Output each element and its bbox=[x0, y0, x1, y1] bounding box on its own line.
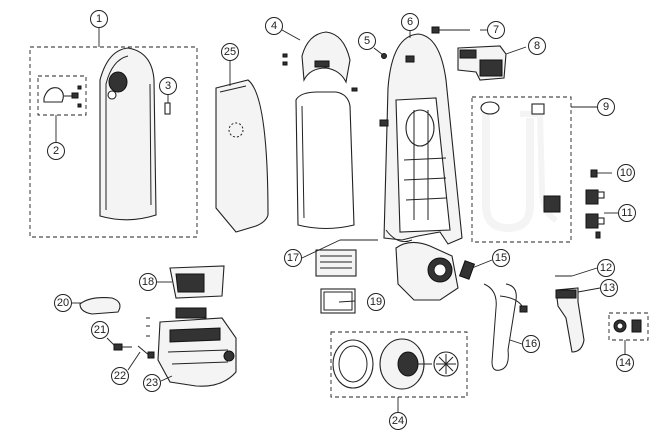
callout-label: 12 bbox=[600, 262, 612, 274]
power-cord-part bbox=[483, 283, 528, 371]
callout-8: 8 bbox=[528, 37, 546, 55]
main-body-part bbox=[379, 33, 463, 245]
callout-21: 21 bbox=[91, 321, 109, 339]
handle-top-part bbox=[282, 31, 351, 84]
callout-13: 13 bbox=[600, 279, 618, 297]
nozzle-part bbox=[555, 287, 585, 353]
fitting-part bbox=[590, 169, 598, 178]
callout-label: 24 bbox=[392, 415, 404, 427]
callout-label: 9 bbox=[603, 101, 609, 113]
callout-18: 18 bbox=[139, 273, 157, 291]
callout-label: 17 bbox=[287, 252, 299, 264]
callout-12: 12 bbox=[597, 259, 615, 277]
fitting-pair-part bbox=[585, 189, 605, 239]
group-box-connector bbox=[608, 312, 649, 341]
callout-label: 2 bbox=[53, 145, 59, 157]
switch-housing-part bbox=[457, 45, 507, 81]
callout-5: 5 bbox=[358, 32, 376, 50]
callout-22: 22 bbox=[111, 367, 129, 385]
callout-label: 14 bbox=[619, 357, 631, 369]
cord-clip-part bbox=[458, 260, 476, 280]
callout-11: 11 bbox=[618, 204, 636, 222]
callout-15: 15 bbox=[492, 249, 510, 267]
front-cover-part bbox=[99, 47, 157, 221]
callout-10: 10 bbox=[617, 164, 635, 182]
callout-label: 11 bbox=[621, 207, 632, 219]
cover-latch-part bbox=[43, 85, 82, 108]
callout-label: 8 bbox=[534, 40, 540, 52]
hose-assembly-part bbox=[480, 101, 561, 233]
connector-part bbox=[613, 319, 642, 333]
callout-label: 5 bbox=[364, 35, 370, 47]
callout-label: 19 bbox=[370, 296, 382, 308]
callout-label: 25 bbox=[224, 46, 236, 58]
callout-label: 3 bbox=[165, 80, 171, 92]
pre-motor-filter-part bbox=[315, 239, 378, 277]
release-latch-part bbox=[79, 297, 121, 315]
callout-label: 16 bbox=[525, 338, 537, 350]
callout-7: 7 bbox=[487, 21, 505, 39]
callout-label: 21 bbox=[94, 324, 106, 336]
callout-16: 16 bbox=[522, 335, 540, 353]
screw-set-part bbox=[113, 343, 132, 351]
bag-compartment-part bbox=[295, 87, 358, 230]
leader-lines bbox=[55, 27, 626, 412]
callout-label: 6 bbox=[407, 16, 413, 28]
callout-4: 4 bbox=[265, 17, 283, 35]
callout-19: 19 bbox=[367, 293, 385, 311]
callout-9: 9 bbox=[597, 98, 615, 116]
group-box-cover-latch bbox=[37, 75, 87, 116]
callout-label: 10 bbox=[620, 167, 632, 179]
callout-17: 17 bbox=[284, 249, 302, 267]
group-box-front-cover bbox=[29, 46, 198, 238]
callout-label: 22 bbox=[114, 370, 126, 382]
callout-label: 23 bbox=[146, 377, 158, 389]
callout-3: 3 bbox=[159, 77, 177, 95]
motor-housing-part bbox=[146, 307, 237, 387]
base-housing-part bbox=[395, 241, 459, 301]
callout-label: 13 bbox=[603, 282, 615, 294]
long-screw-part bbox=[431, 26, 470, 34]
group-box-filter-assembly bbox=[330, 331, 468, 398]
callout-label: 4 bbox=[271, 20, 277, 32]
dust-bag-part bbox=[215, 79, 269, 233]
callout-label: 1 bbox=[96, 13, 102, 25]
callout-24: 24 bbox=[389, 412, 407, 430]
callout-label: 7 bbox=[493, 24, 499, 36]
callout-1: 1 bbox=[90, 10, 108, 28]
grill-part bbox=[169, 265, 225, 299]
callout-23: 23 bbox=[143, 374, 161, 392]
filter-assembly-part bbox=[332, 338, 459, 390]
callout-label: 18 bbox=[142, 276, 154, 288]
spring-part bbox=[137, 345, 155, 359]
clip-part bbox=[164, 102, 171, 115]
callout-20: 20 bbox=[54, 294, 72, 312]
callout-25: 25 bbox=[221, 43, 239, 61]
group-box-hose-assembly bbox=[471, 96, 572, 243]
callout-2: 2 bbox=[47, 142, 65, 160]
callout-6: 6 bbox=[401, 13, 419, 31]
callout-14: 14 bbox=[616, 354, 634, 372]
callout-label: 20 bbox=[57, 297, 69, 309]
callout-label: 15 bbox=[495, 252, 507, 264]
